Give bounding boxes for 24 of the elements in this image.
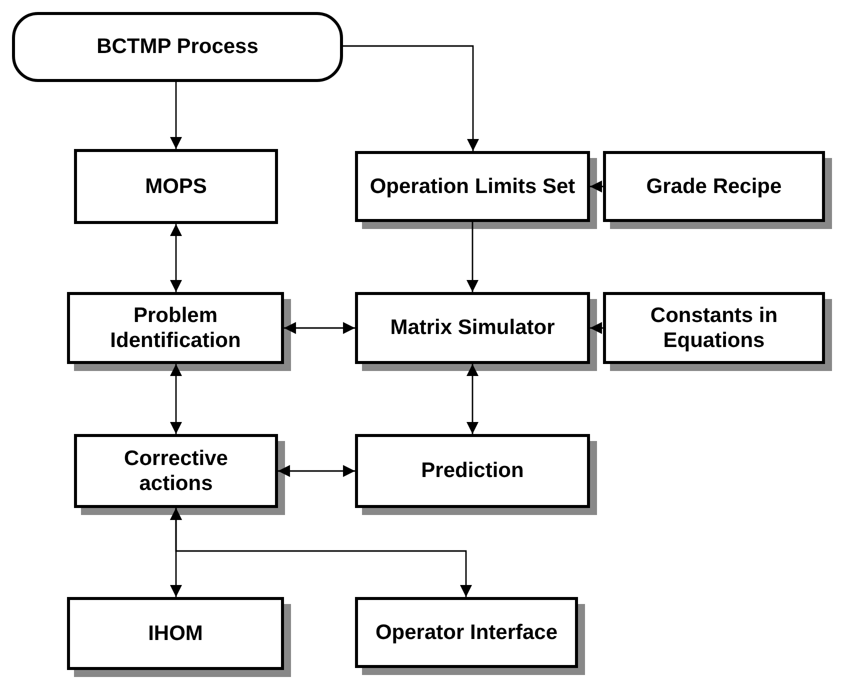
arrow bbox=[466, 364, 478, 434]
arrow bbox=[590, 322, 603, 334]
node-label: Grade Recipe bbox=[646, 174, 782, 200]
node-label: Corrective actions bbox=[123, 446, 229, 496]
arrow bbox=[170, 364, 182, 434]
arrow bbox=[170, 82, 182, 149]
node-label: IHOM bbox=[148, 620, 203, 646]
node-label: Constants in Equations bbox=[649, 302, 779, 354]
arrow bbox=[278, 465, 355, 477]
arrow bbox=[343, 45, 479, 151]
node-label: Operation Limits Set bbox=[370, 174, 576, 200]
node-label: Problem Identification bbox=[109, 302, 242, 354]
node-label: MOPS bbox=[145, 174, 207, 200]
node-label: BCTMP Process bbox=[96, 34, 258, 60]
process-box bbox=[74, 149, 278, 224]
arrow bbox=[284, 322, 355, 334]
arrow bbox=[170, 508, 472, 597]
arrow bbox=[170, 224, 182, 292]
node-label: Matrix Simulator bbox=[390, 315, 555, 341]
node-label: Operator Interface bbox=[375, 620, 558, 646]
terminal-box bbox=[12, 12, 343, 82]
arrow bbox=[590, 180, 603, 192]
node-label: Prediction bbox=[421, 458, 524, 484]
arrow bbox=[466, 222, 478, 292]
